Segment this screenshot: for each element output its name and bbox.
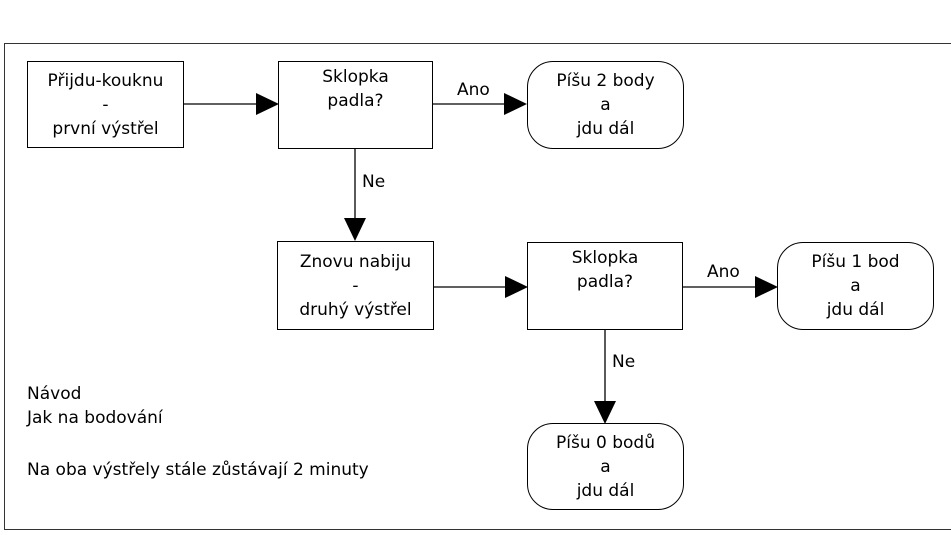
result2-node: Píšu 1 bod a jdu dál — [777, 242, 934, 330]
result2-line-3: jdu dál — [826, 300, 885, 320]
decision2-line-2: padla? — [576, 272, 634, 292]
result3-line-3: jdu dál — [576, 480, 635, 501]
arrowhead-decision1 — [256, 93, 279, 115]
edge-label-yes2: Ano — [707, 262, 740, 282]
result2-line-1: Píšu 1 bod — [811, 252, 900, 272]
note-subtitle: Jak na bodování — [27, 408, 163, 428]
start-node-line-2: - — [102, 94, 109, 115]
start-node-line-3: první výstřel — [52, 118, 159, 139]
decision2-line-1: Sklopka — [571, 248, 639, 268]
result1-line-1: Píšu 2 body — [556, 71, 655, 91]
start-node: Přijdu-kouknu - první výstřel — [27, 61, 184, 148]
edge-label-no2: Ne — [612, 352, 636, 372]
arrowhead-reload — [344, 218, 366, 241]
result2-line-2: a — [850, 276, 861, 296]
note-footer: Na oba výstřely stále zůstávají 2 minuty — [27, 460, 369, 480]
start-node-line-1: Přijdu-kouknu — [47, 70, 164, 91]
result1-line-3: jdu dál — [576, 119, 635, 139]
edge-label-yes1: Ano — [457, 80, 490, 100]
result1-line-2: a — [600, 95, 611, 115]
decision1-node: Sklopka padla? — [278, 61, 433, 149]
result3-line-1: Píšu 0 bodů — [556, 432, 655, 453]
decision2-node: Sklopka padla? — [527, 242, 683, 330]
result3-node: Píšu 0 bodů a jdu dál — [527, 423, 684, 510]
arrowhead-result2 — [755, 276, 778, 298]
decision1-line-2: padla? — [327, 91, 384, 111]
reload-line-3: druhý výstřel — [299, 299, 412, 320]
arrowhead-result3 — [594, 401, 616, 424]
reload-line-2: - — [352, 275, 359, 296]
diagram-frame — [4, 43, 951, 530]
reload-line-1: Znovu nabiju — [299, 251, 412, 272]
note-title: Návod — [27, 384, 82, 404]
result1-node: Píšu 2 body a jdu dál — [527, 61, 684, 149]
result3-line-2: a — [600, 456, 611, 477]
reload-node: Znovu nabiju - druhý výstřel — [277, 241, 434, 330]
arrowhead-result1 — [504, 93, 527, 115]
decision1-line-1: Sklopka — [322, 67, 389, 87]
edge-label-no1: Ne — [362, 172, 386, 192]
arrowhead-decision2 — [505, 276, 528, 298]
